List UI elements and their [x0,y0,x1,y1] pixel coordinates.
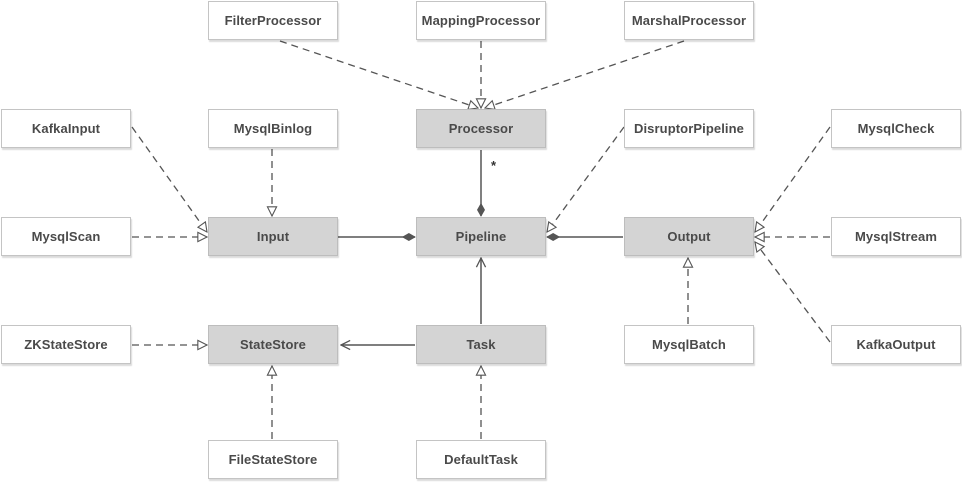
node-disruptor-pipeline: DisruptorPipeline [624,109,754,148]
edge-disruptorpipeline-pipeline [547,126,625,232]
node-mysql-stream: MysqlStream [831,217,961,256]
edge-kafkainput-input [131,126,207,232]
node-filter-processor: FilterProcessor [208,1,338,40]
node-processor: Processor [416,109,546,148]
node-mysql-check: MysqlCheck [831,109,961,148]
node-file-state-store: FileStateStore [208,440,338,479]
node-marshal-processor: MarshalProcessor [624,1,754,40]
node-kafka-output: KafkaOutput [831,325,961,364]
node-mysql-binlog: MysqlBinlog [208,109,338,148]
node-input: Input [208,217,338,256]
node-mysql-scan: MysqlScan [1,217,131,256]
node-output: Output [624,217,754,256]
node-pipeline: Pipeline [416,217,546,256]
edge-filterprocessor-processor [279,40,478,108]
edge-kafkaoutput-output [755,242,831,343]
node-state-store: StateStore [208,325,338,364]
node-mapping-processor: MappingProcessor [416,1,546,40]
node-zk-state-store: ZKStateStore [1,325,131,364]
edge-mysqlcheck-output [755,126,831,232]
edge-marshalprocessor-processor [485,40,685,108]
node-default-task: DefaultTask [416,440,546,479]
node-mysql-batch: MysqlBatch [624,325,754,364]
node-task: Task [416,325,546,364]
multiplicity-label: * [491,158,497,173]
node-kafka-input: KafkaInput [1,109,131,148]
